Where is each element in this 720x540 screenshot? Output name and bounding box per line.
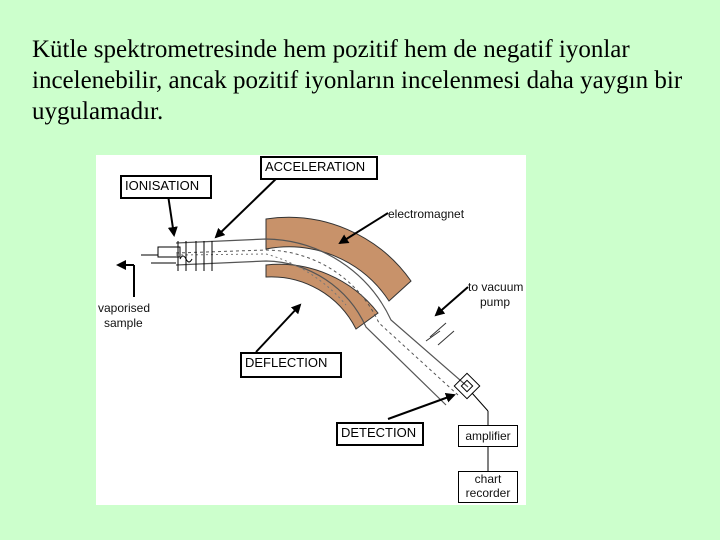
- diagram-panel: [96, 155, 526, 505]
- detection-label: DETECTION: [336, 422, 424, 446]
- magnet-upper-pole: [265, 216, 412, 302]
- light-ion-path: [175, 253, 347, 306]
- mass-spectrometer-diagram: ACCELERATION IONISATION electromagnet to…: [96, 155, 526, 505]
- vacuum-port: [425, 322, 455, 346]
- detector: [453, 372, 489, 471]
- electromagnet-label: electromagnet: [388, 207, 465, 221]
- sample-label-line2: sample: [104, 316, 143, 330]
- acceleration-label: ACCELERATION: [260, 156, 378, 180]
- deflection-label: DEFLECTION: [240, 352, 342, 378]
- caption-text: Kütle spektrometresinde hem pozitif hem …: [32, 36, 683, 125]
- flight-tube: [175, 238, 469, 406]
- amplifier-box: amplifier: [458, 425, 518, 447]
- amplifier-label: amplifier: [465, 429, 511, 443]
- ionisation-label: IONISATION: [120, 175, 212, 199]
- vacuum-label-line1: to vacuum: [468, 280, 524, 294]
- vacuum-label-line2: pump: [480, 295, 511, 309]
- chart-recorder-box: chart recorder: [458, 471, 518, 503]
- chart-recorder-line2: recorder: [465, 486, 511, 500]
- ion-source: [141, 241, 213, 271]
- chart-recorder-line1: chart: [474, 472, 502, 486]
- sample-label-line1: vaporised: [98, 301, 151, 315]
- label-arrows: [116, 174, 469, 420]
- diagram-drawing: [96, 155, 526, 505]
